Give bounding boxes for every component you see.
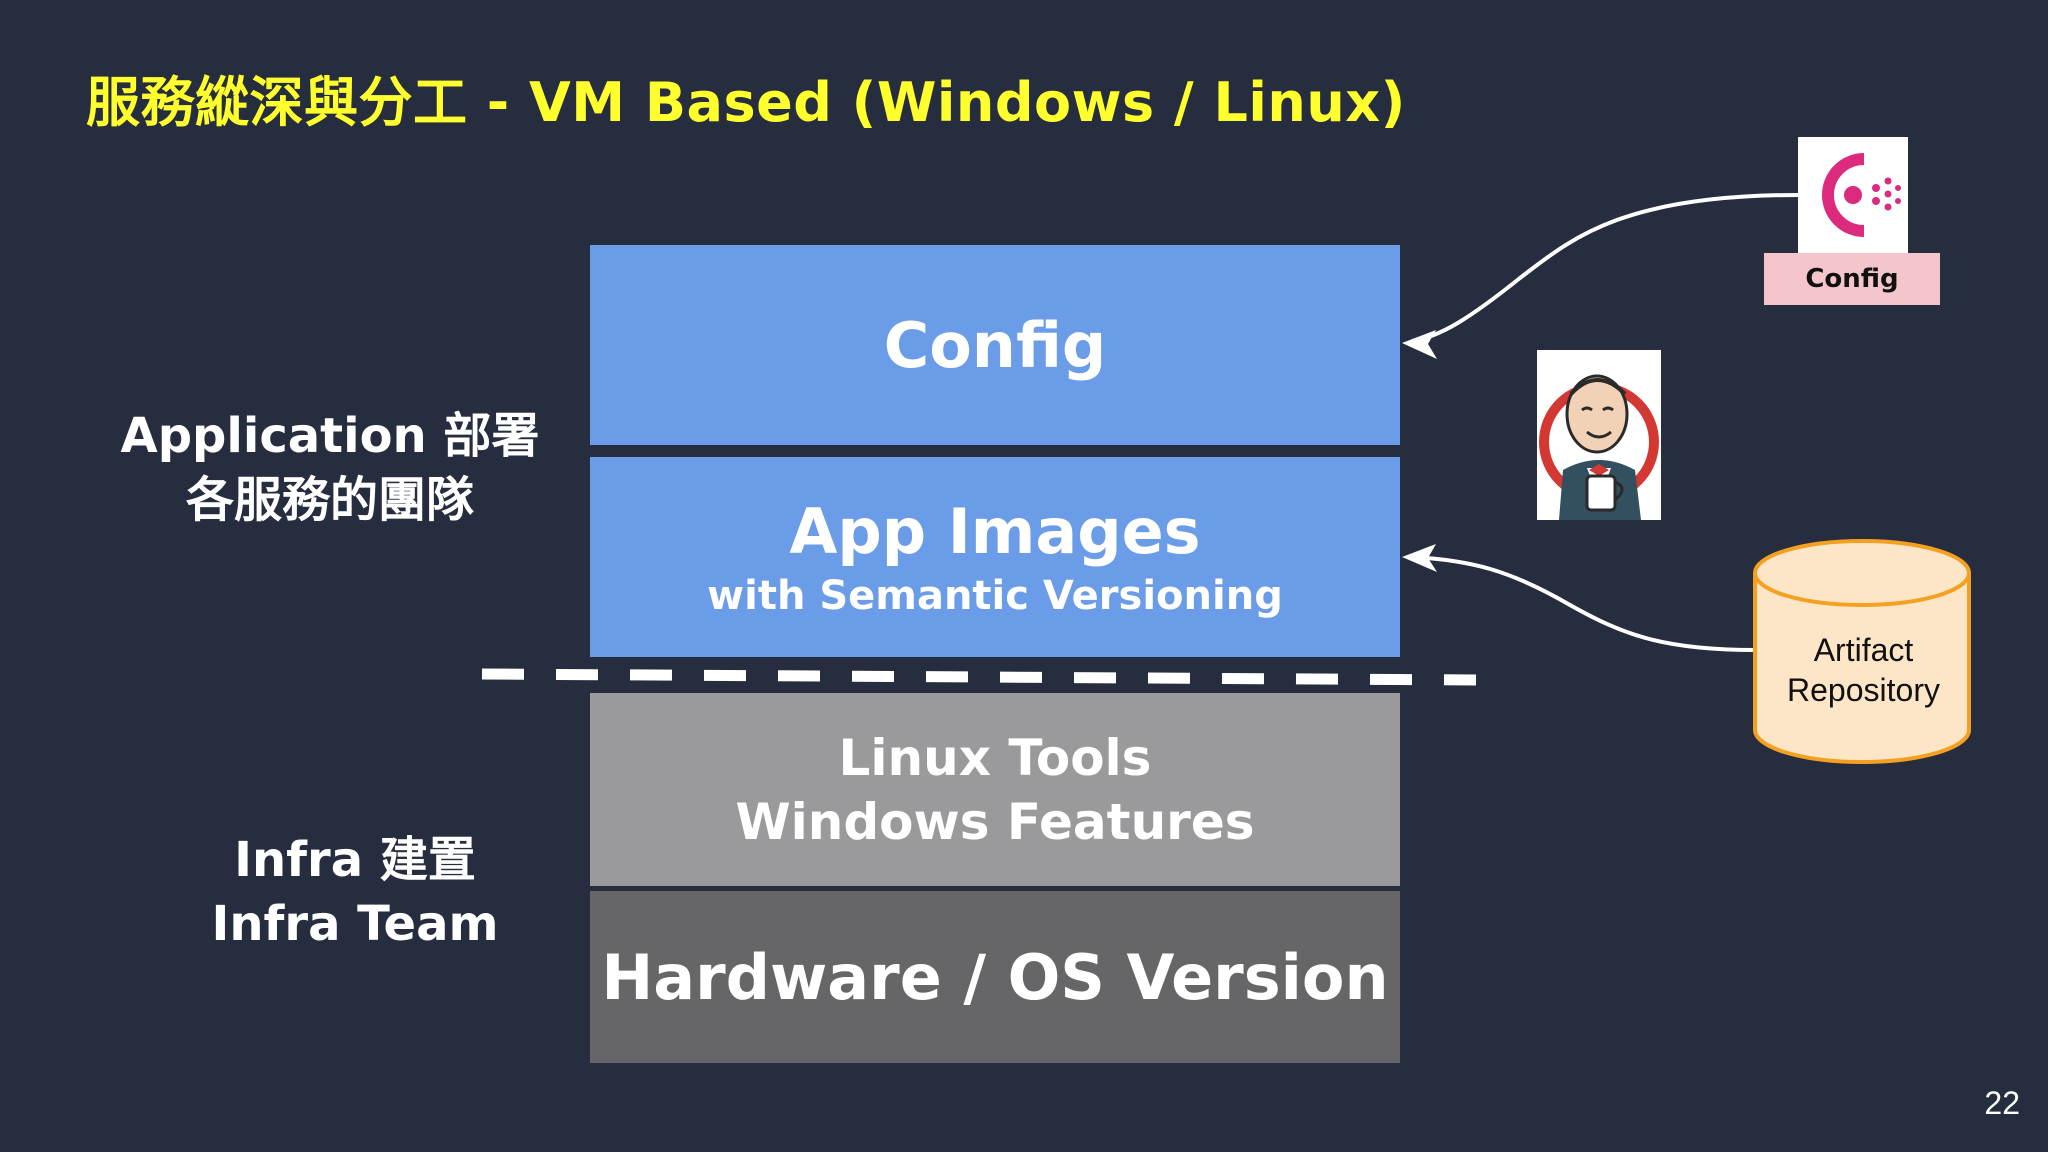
- config-arrowhead: [1402, 330, 1437, 359]
- infra-team-label: Infra 建置 Infra Team: [175, 828, 535, 956]
- artifact-repository-cylinder: [1753, 539, 1971, 764]
- app-arrowhead: [1402, 544, 1437, 572]
- config-layer: Config: [590, 245, 1400, 445]
- app-images-label: App Images: [789, 495, 1201, 568]
- jenkins-logo: [1537, 350, 1661, 520]
- page-number: 22: [1984, 1085, 2020, 1121]
- application-team-label: Application 部署 各服務的團隊: [110, 404, 550, 532]
- infra-label-line1: Infra 建置: [234, 832, 476, 888]
- tools-label-line2: Windows Features: [735, 792, 1255, 851]
- config-source-label: Config: [1805, 264, 1899, 294]
- hardware-layer: Hardware / OS Version: [590, 891, 1400, 1063]
- hardware-label: Hardware / OS Version: [601, 940, 1389, 1014]
- application-label-line2: 各服務的團隊: [185, 472, 474, 528]
- repository-label-line1: Artifact: [1813, 632, 1914, 668]
- tools-label-line1: Linux Tools: [838, 728, 1152, 787]
- config-layer-label: Config: [883, 308, 1107, 382]
- consul-to-config-arrow: [1411, 193, 1799, 343]
- slide-title: 服務縱深與分工 - VM Based (Windows / Linux): [86, 71, 1406, 134]
- consul-icon: [1822, 153, 1901, 237]
- repository-to-app-arrow: [1411, 555, 1756, 652]
- app-images-sublabel: with Semantic Versioning: [707, 573, 1283, 619]
- config-source-tag: Config: [1764, 253, 1940, 305]
- jenkins-icon: [1539, 374, 1659, 520]
- app-images-layer: App Images with Semantic Versioning: [590, 457, 1400, 657]
- repository-label-line2: Repository: [1787, 672, 1940, 708]
- infra-label-line2: Infra Team: [211, 896, 499, 952]
- consul-logo: [1798, 137, 1908, 253]
- team-divider-line: [481, 668, 1477, 686]
- artifact-repository-label: Artifact Repository: [1756, 630, 1971, 710]
- os-tools-layer: Linux Tools Windows Features: [590, 693, 1400, 886]
- application-label-line1: Application 部署: [120, 408, 540, 464]
